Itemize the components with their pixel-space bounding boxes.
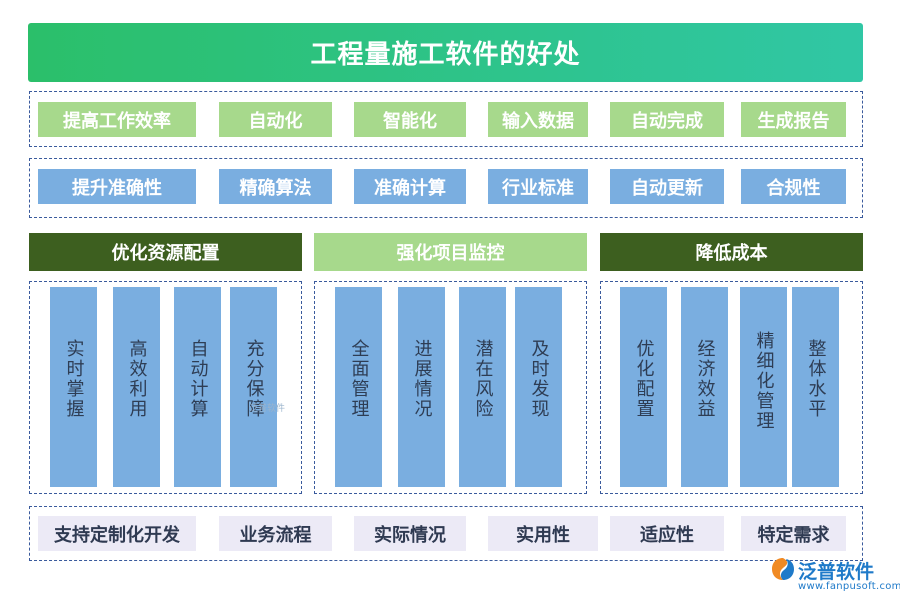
section2-column-2: 进展情况 <box>398 287 445 487</box>
column-label: 全面管理 <box>348 339 370 419</box>
title-banner: 工程量施工软件的好处 <box>28 23 863 82</box>
section-heading-3: 降低成本 <box>600 233 863 271</box>
section-box-2 <box>314 281 587 494</box>
logo-url: www.fanpusoft.com <box>798 581 900 592</box>
row2-pill-6: 合规性 <box>741 169 846 204</box>
bottom-pill-3: 实际情况 <box>354 516 466 551</box>
row2-pill-3: 准确计算 <box>354 169 466 204</box>
section-heading-2: 强化项目监控 <box>314 233 587 271</box>
row2-pill-2: 精确算法 <box>219 169 332 204</box>
section3-column-3: 精细化管理 <box>740 287 787 487</box>
column-label: 实时掌握 <box>63 339 85 419</box>
column-label: 充分保障 <box>243 339 265 419</box>
row1-pill-6: 生成报告 <box>741 102 846 137</box>
logo-name: 泛普软件 <box>798 561 875 583</box>
row1-box <box>29 91 863 147</box>
bottom-pill-6: 特定需求 <box>741 516 846 551</box>
section-heading-1: 优化资源配置 <box>29 233 302 271</box>
section2-column-1: 全面管理 <box>335 287 382 487</box>
column-label: 整体水平 <box>805 339 827 419</box>
section1-column-2: 高效利用 <box>113 287 160 487</box>
row1-pill-4: 输入数据 <box>488 102 588 137</box>
section2-column-3: 潜在风险 <box>459 287 506 487</box>
row2-pill-1: 提升准确性 <box>38 169 196 204</box>
column-label: 进展情况 <box>411 339 433 419</box>
row2-box <box>29 158 863 218</box>
column-label: 潜在风险 <box>472 339 494 419</box>
row1-pill-5: 自动完成 <box>610 102 724 137</box>
row1-pill-2: 自动化 <box>219 102 332 137</box>
section1-column-4: 充分保障 <box>230 287 277 487</box>
bottom-pill-1: 支持定制化开发 <box>38 516 196 551</box>
brand-logo: 泛普软件 www.fanpusoft.com <box>770 556 900 596</box>
section-box-1 <box>29 281 302 494</box>
section2-column-4: 及时发现 <box>515 287 562 487</box>
row1-pill-3: 智能化 <box>354 102 466 137</box>
section3-column-4: 整体水平 <box>792 287 839 487</box>
column-label: 优化配置 <box>633 339 655 419</box>
section3-column-1: 优化配置 <box>620 287 667 487</box>
section1-column-1: 实时掌握 <box>50 287 97 487</box>
section-box-3 <box>600 281 863 494</box>
section3-column-2: 经济效益 <box>681 287 728 487</box>
row1-pill-1: 提高工作效率 <box>38 102 196 137</box>
column-label: 及时发现 <box>528 339 550 419</box>
column-label: 自动计算 <box>187 339 209 419</box>
watermark-text: 泛普软件 <box>249 404 286 414</box>
section1-column-3: 自动计算 <box>174 287 221 487</box>
bottom-pill-4: 实用性 <box>488 516 598 551</box>
row2-pill-4: 行业标准 <box>488 169 588 204</box>
bottom-row-box <box>29 506 863 561</box>
fanpu-logo-icon <box>772 558 794 580</box>
page-title: 工程量施工软件的好处 <box>310 40 581 70</box>
column-label: 精细化管理 <box>753 331 775 431</box>
column-label: 高效利用 <box>126 339 148 419</box>
row2-pill-5: 自动更新 <box>610 169 724 204</box>
bottom-pill-5: 适应性 <box>610 516 724 551</box>
bottom-pill-2: 业务流程 <box>219 516 332 551</box>
column-label: 经济效益 <box>694 339 716 419</box>
